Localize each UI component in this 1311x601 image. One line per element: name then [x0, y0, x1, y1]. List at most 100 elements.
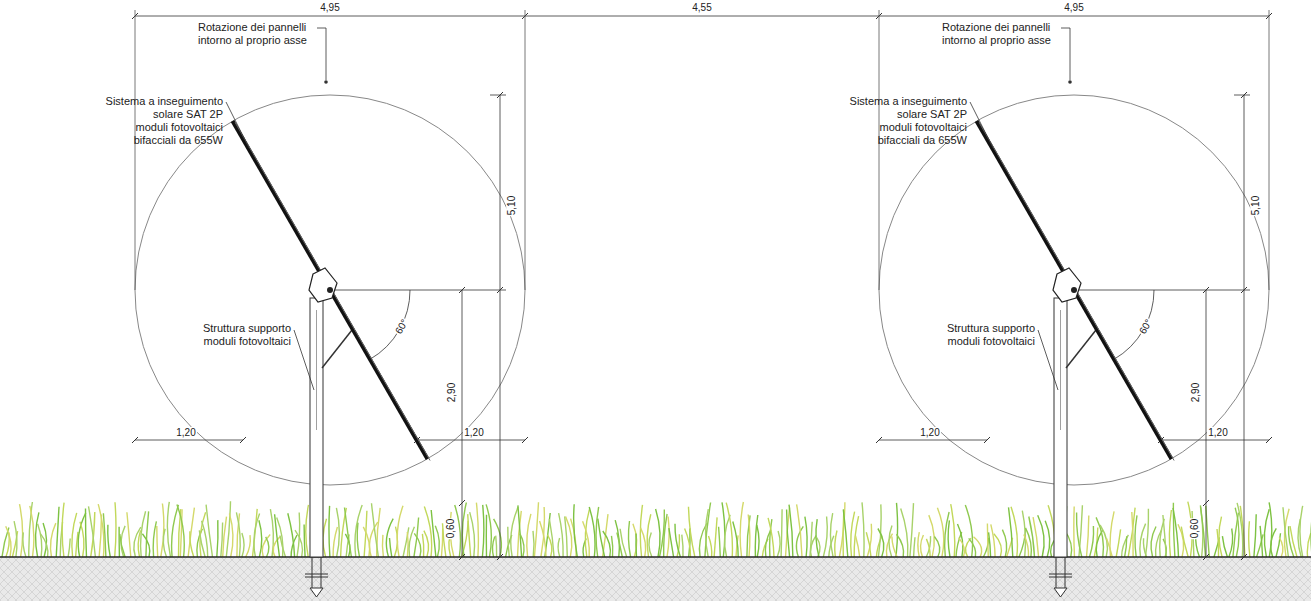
dimension-label: 4,95 — [319, 2, 340, 13]
leader-dot — [324, 80, 328, 84]
grass-blade — [969, 538, 976, 557]
grass-blade — [755, 515, 758, 557]
callout-label: Rotazione dei pannelli intorno al propri… — [198, 21, 307, 47]
grass-blade — [422, 534, 423, 557]
grass-blade — [1279, 537, 1283, 557]
grass-blade — [1237, 503, 1243, 557]
grass-blade — [603, 531, 611, 557]
grass-blade — [372, 503, 379, 557]
grass-blade — [726, 503, 732, 557]
grass-blade — [862, 502, 864, 557]
ground-section — [0, 557, 1311, 601]
grass-blade — [1200, 505, 1205, 557]
grass-blade — [306, 505, 309, 557]
grass-blade — [706, 509, 709, 557]
grass-blade — [781, 509, 782, 557]
grass-blade — [787, 510, 790, 558]
grass-blade — [757, 525, 759, 557]
grass-blade — [1140, 524, 1146, 557]
brace — [1066, 330, 1096, 368]
pile — [321, 557, 322, 588]
grass-blade — [589, 507, 595, 557]
dimension-line — [417, 440, 525, 441]
pile-plate — [1049, 577, 1072, 578]
grass-blade — [462, 503, 466, 558]
dimension-label: 4,95 — [1063, 2, 1084, 13]
grass-blade — [945, 512, 949, 557]
dimension-tick — [876, 437, 882, 443]
grass-blade — [36, 512, 39, 557]
angle-label: 60° — [1137, 316, 1155, 336]
grass-blade — [1135, 515, 1137, 557]
grass-blade — [6, 526, 11, 557]
tracker-head — [309, 268, 337, 302]
grass-blade — [641, 528, 646, 557]
grass-blade — [574, 504, 578, 557]
grass-blade — [518, 505, 522, 557]
grass-blade — [987, 523, 989, 557]
pv-panel-edge — [979, 123, 1174, 461]
grass-blade — [202, 521, 208, 557]
grass-blade — [956, 532, 962, 557]
callout-label: Sistema a inseguimento solare SAT 2P mod… — [106, 95, 223, 147]
grass-blade — [482, 505, 483, 557]
leader-line — [226, 102, 249, 148]
trackers — [132, 10, 1272, 597]
brace — [322, 330, 352, 368]
grass-blade — [153, 521, 156, 557]
grass-blade — [1096, 517, 1103, 557]
grass-blade — [397, 506, 403, 557]
dimension-tick — [459, 554, 465, 560]
grass-blade — [115, 502, 116, 557]
grass-blade — [146, 511, 149, 557]
grass-blade — [357, 523, 359, 557]
grass-blade — [1116, 529, 1120, 557]
grass-blade — [103, 513, 106, 557]
grass-blade — [823, 517, 827, 558]
grass-blade — [768, 518, 774, 557]
grass-blade — [134, 527, 141, 557]
pv-panel-edge — [235, 123, 430, 461]
grass-blade — [867, 524, 871, 557]
grass-blade — [163, 529, 166, 557]
grass-blade — [486, 515, 488, 557]
leader-line — [1061, 28, 1070, 80]
grass-blade — [520, 534, 524, 557]
dimension-tick — [240, 437, 246, 443]
dimension-line — [462, 290, 463, 557]
grass-blade — [1077, 512, 1082, 557]
grass-blade — [23, 532, 26, 557]
grass-blade — [797, 504, 802, 557]
grass-blade — [1276, 533, 1281, 557]
grass-blade — [56, 507, 59, 557]
grass-blade — [386, 519, 393, 557]
dimension-label: 0,60 — [446, 517, 457, 538]
grass-blade — [167, 502, 170, 557]
rotation-circle — [135, 95, 525, 485]
grass-blade — [1090, 526, 1094, 557]
grass-blade — [1009, 507, 1013, 557]
post-detail — [316, 310, 317, 430]
grass-blade — [1300, 506, 1303, 557]
grass-blade — [177, 504, 184, 557]
grass-blade — [565, 516, 568, 557]
grass-blade — [830, 513, 833, 557]
pile-tip — [1054, 588, 1067, 597]
dimension-tick — [1241, 92, 1247, 98]
callout-label: Sistema a inseguimento solare SAT 2P mod… — [850, 95, 967, 147]
grass-blade — [363, 527, 369, 557]
grass-blade — [1026, 528, 1032, 557]
grass-blade — [974, 537, 982, 557]
post-detail — [1060, 310, 1061, 430]
callout-label: Struttura supporto moduli fotovoltaici — [203, 322, 291, 348]
grass-blade — [68, 539, 70, 558]
grass-blade — [1024, 535, 1029, 558]
grass-blade — [733, 522, 738, 558]
grass-blade — [1235, 508, 1239, 557]
grass-blade — [628, 521, 630, 557]
grass-blade — [89, 506, 96, 557]
dimension-tick — [132, 437, 138, 443]
dimension-line — [1244, 95, 1245, 557]
grass-blade — [390, 538, 392, 557]
grass-blade — [6, 532, 9, 557]
